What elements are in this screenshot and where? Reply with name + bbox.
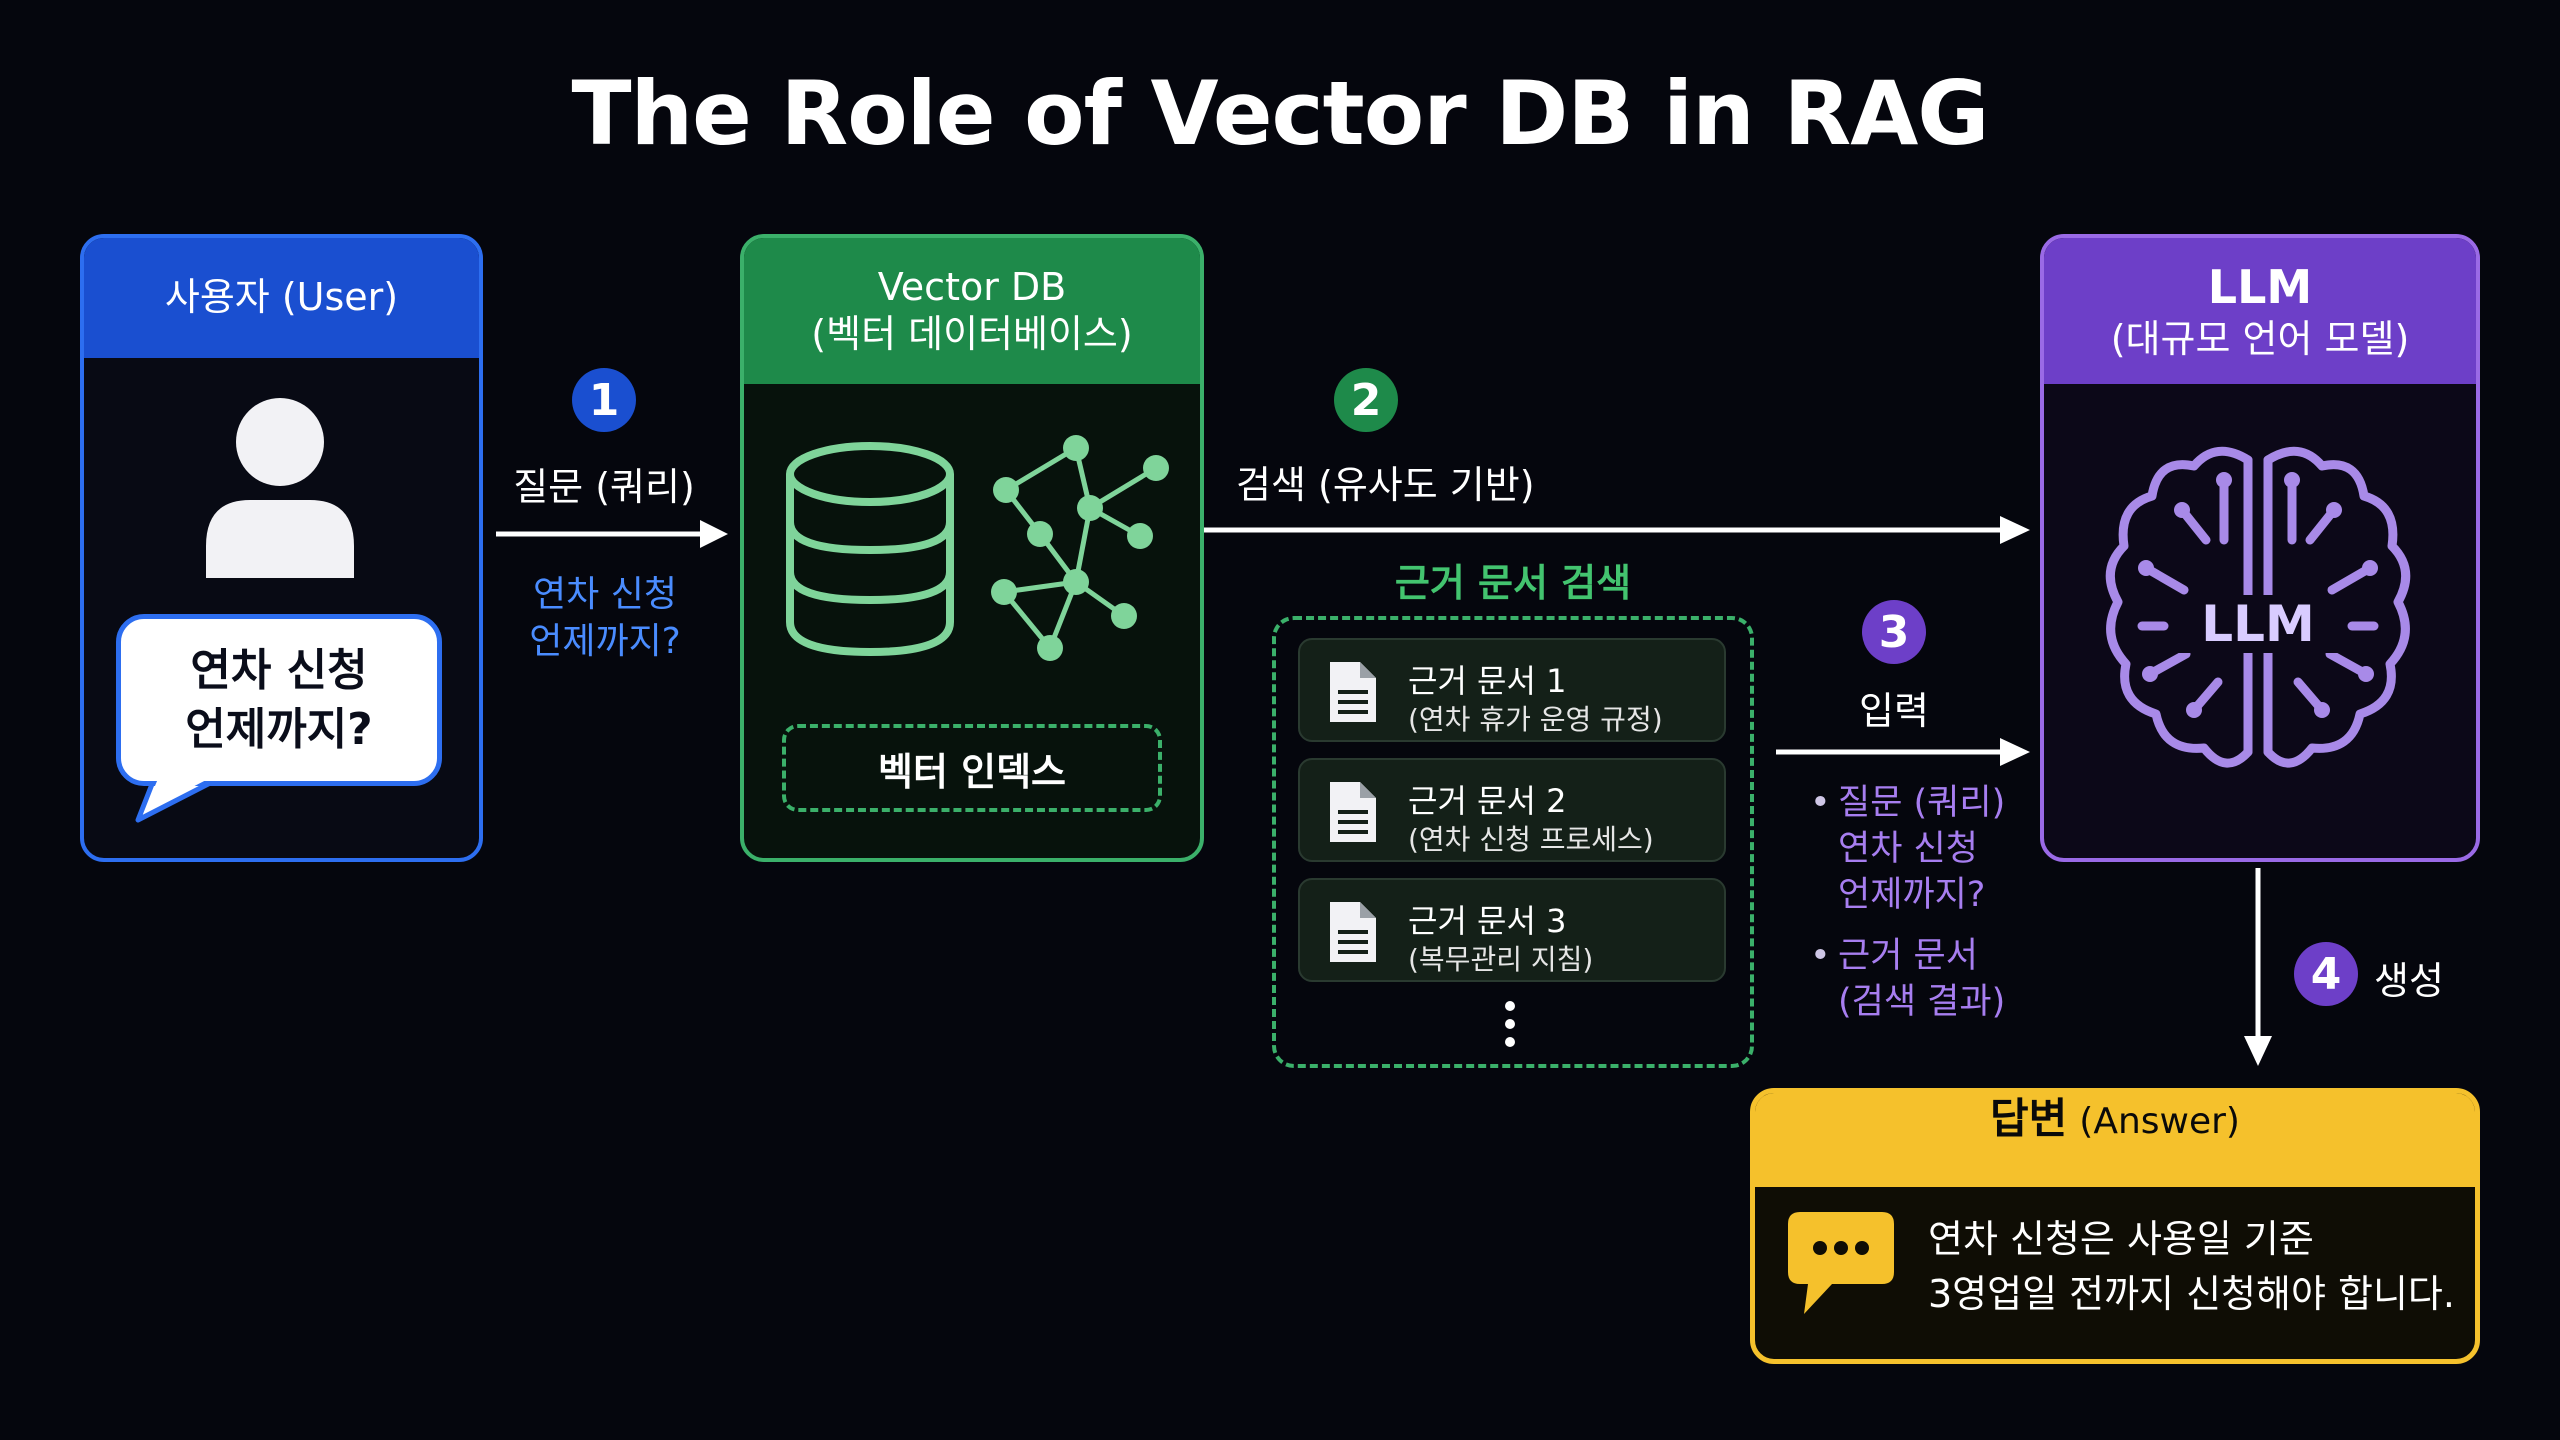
document-card-3: 근거 문서 3 (복무관리 지침) — [1298, 878, 1726, 982]
user-card-title: 사용자 (User) — [164, 275, 399, 320]
llm-title: LLM — [2207, 259, 2313, 314]
document-group-label: 근거 문서 검색 — [1394, 561, 1632, 605]
step3-item1-line1: 질문 (쿼리) — [1838, 783, 2006, 823]
bullet-icon: • — [1810, 935, 1831, 976]
step1-badge: 1 — [572, 368, 636, 432]
answer-title: 답변 — [1990, 1094, 2068, 1143]
vector-db-card-header: Vector DB (벡터 데이터베이스) — [744, 238, 1200, 384]
network-graph-icon — [991, 435, 1169, 661]
user-bubble-line1: 연차 신청 — [190, 644, 368, 696]
document-1-title: 근거 문서 1 — [1408, 662, 1567, 700]
database-icon — [786, 442, 954, 657]
user-bubble-line2: 언제까지? — [185, 704, 373, 755]
step3-label: 입력 — [1859, 689, 1929, 733]
chat-bubble-icon — [1788, 1212, 1894, 1314]
user-icon — [206, 398, 354, 578]
document-3-title: 근거 문서 3 — [1408, 902, 1567, 940]
answer-line1: 연차 신청은 사용일 기준 — [1928, 1217, 2314, 1261]
step3-badge: 3 — [1862, 600, 1926, 664]
step3-inputs: • 질문 (쿼리) 연차 신청 언제까지? • 근거 문서 (검색 결과) — [1810, 780, 2005, 1025]
step1-query-line1: 연차 신청 — [533, 574, 677, 615]
step4-label: 생성 — [2374, 959, 2444, 1003]
brain-icon — [2105, 446, 2411, 768]
speech-bubble-tail-cover — [144, 774, 210, 812]
user-bubble-text: 연차 신청 언제까지? — [116, 614, 442, 786]
answer-subtitle: (Answer) — [2079, 1101, 2240, 1142]
step3-item2-line1: 근거 문서 — [1838, 935, 1978, 976]
arrow-right-icon — [1776, 738, 2030, 766]
document-card-1: 근거 문서 1 (연차 휴가 운영 규정) — [1298, 638, 1726, 742]
user-card-header: 사용자 (User) — [84, 238, 479, 358]
llm-card-header: LLM (대규모 언어 모델) — [2044, 238, 2476, 384]
llm-brain-label: LLM — [2178, 595, 2338, 653]
vector-db-subtitle: (벡터 데이터베이스) — [811, 312, 1133, 356]
document-3-subtitle: (복무관리 지침) — [1408, 943, 1594, 976]
step3-item2-line2: (검색 결과) — [1838, 981, 2006, 1022]
user-speech-bubble: 연차 신청 언제까지? — [116, 614, 450, 828]
answer-text: 연차 신청은 사용일 기준 3영업일 전까지 신청해야 합니다. — [1928, 1212, 2455, 1322]
arrow-down-icon — [2244, 868, 2272, 1066]
page-title: The Role of Vector DB in RAG — [571, 62, 1989, 165]
document-icon — [1330, 662, 1376, 722]
vector-index-box: 벡터 인덱스 — [782, 724, 1162, 812]
document-icon — [1330, 902, 1376, 962]
answer-card-header: 답변 (Answer) — [1755, 1093, 2475, 1187]
document-group — [1272, 616, 1754, 1068]
step2-label: 검색 (유사도 기반) — [1236, 463, 1535, 507]
step2-badge: 2 — [1334, 368, 1398, 432]
more-dots-icon — [1505, 1001, 1515, 1047]
answer-line2: 3영업일 전까지 신청해야 합니다. — [1928, 1272, 2455, 1317]
step1-query: 연차 신청 언제까지? — [500, 572, 710, 666]
llm-card: LLM (대규모 언어 모델) — [2040, 234, 2480, 862]
document-2-title: 근거 문서 2 — [1408, 782, 1567, 820]
vector-index-label: 벡터 인덱스 — [877, 749, 1067, 794]
llm-subtitle: (대규모 언어 모델) — [2110, 317, 2410, 361]
document-card-2: 근거 문서 2 (연차 신청 프로세스) — [1298, 758, 1726, 862]
step1-query-line2: 언제까지? — [529, 620, 681, 662]
step1-label: 질문 (쿼리) — [513, 465, 695, 509]
step3-item1-line3: 언제까지? — [1838, 875, 1986, 916]
document-1-subtitle: (연차 휴가 운영 규정) — [1408, 703, 1663, 736]
step3-input-query: • 질문 (쿼리) 연차 신청 언제까지? — [1810, 780, 2005, 919]
bullet-icon: • — [1810, 783, 1831, 823]
step4-badge: 4 — [2294, 942, 2358, 1006]
document-2-subtitle: (연차 신청 프로세스) — [1408, 823, 1654, 856]
step3-input-docs: • 근거 문서 (검색 결과) — [1810, 933, 2005, 1025]
arrow-right-icon — [1204, 516, 2030, 544]
arrow-right-icon — [496, 520, 728, 548]
step3-item1-line2: 연차 신청 — [1838, 829, 1978, 870]
document-icon — [1330, 782, 1376, 842]
vector-db-title: Vector DB — [877, 264, 1067, 309]
